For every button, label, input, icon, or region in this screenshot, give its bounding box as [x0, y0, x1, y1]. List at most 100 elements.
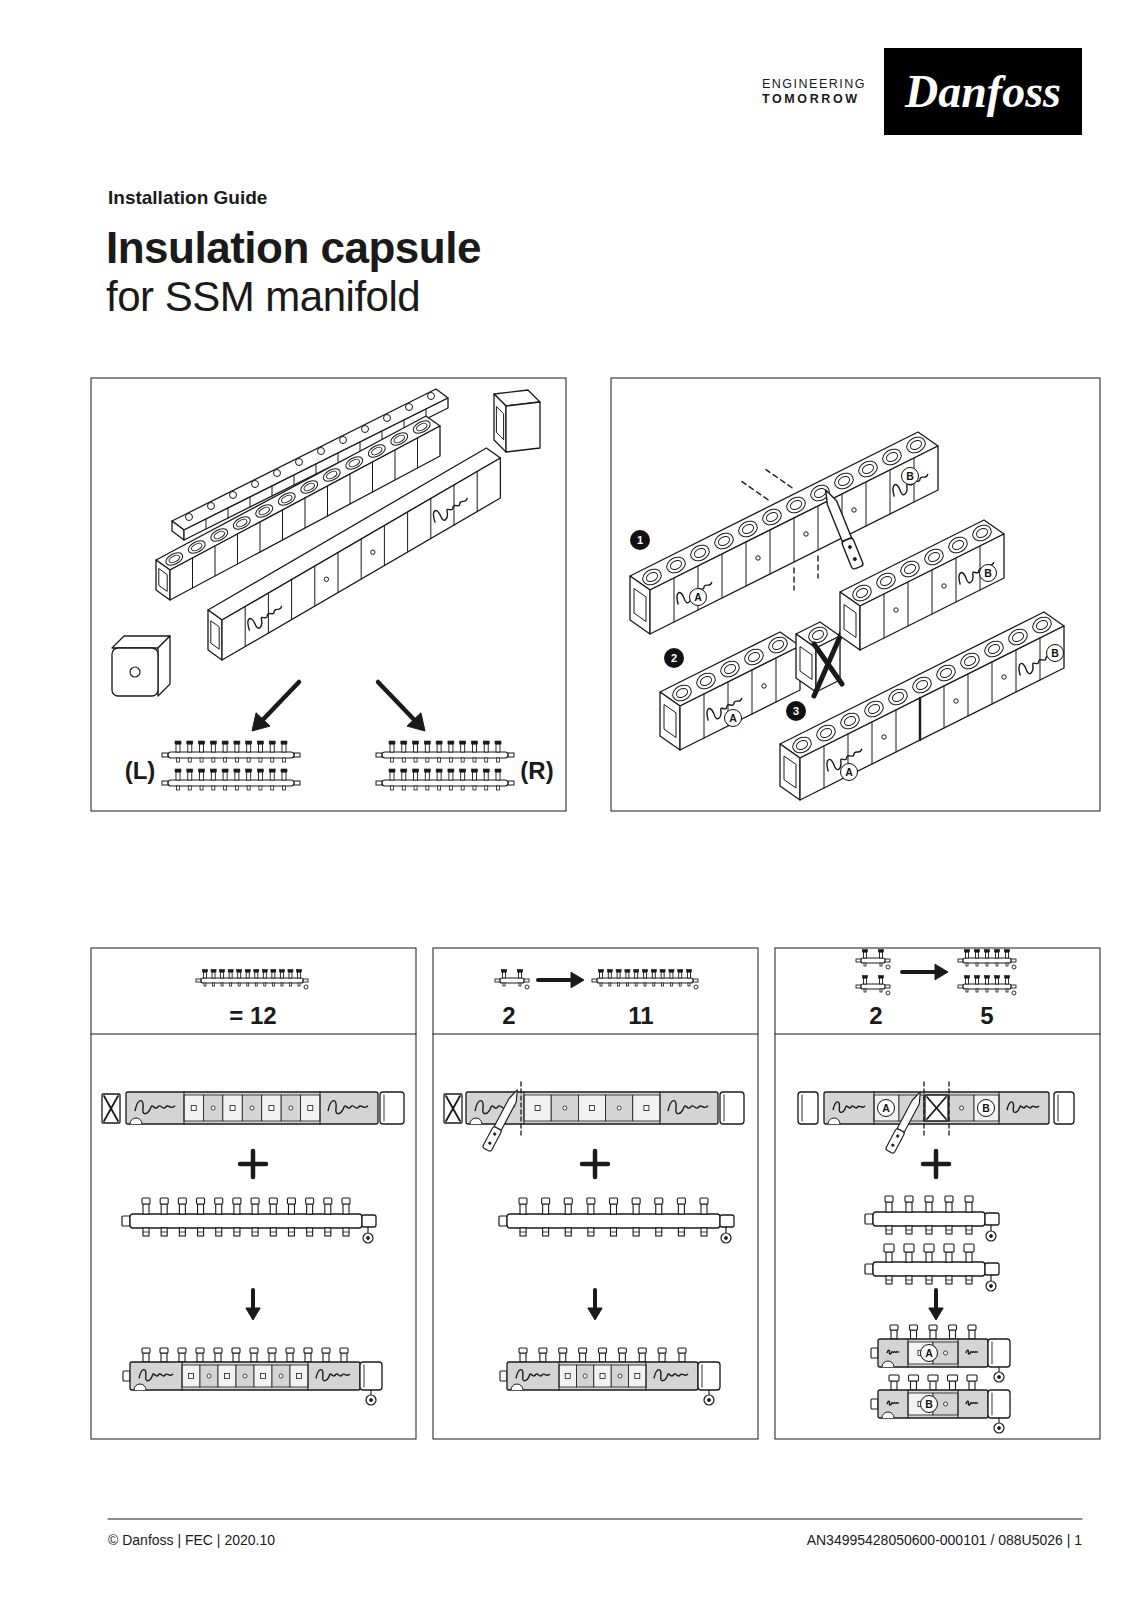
nipple-ring: [270, 1232, 276, 1233]
valve-cap: [975, 976, 980, 979]
valve-stem: [233, 1353, 239, 1362]
end-fitting: [294, 781, 300, 785]
knife-rivet: [853, 557, 857, 561]
valve-cap: [322, 1348, 330, 1353]
capsule-strip: [878, 1339, 988, 1367]
port-hole-inner: [303, 482, 316, 492]
end-fitting: [1011, 959, 1016, 962]
outlet-nipple: [143, 1228, 149, 1236]
capsule-strip: [126, 1092, 378, 1124]
valve-stem: [215, 1353, 221, 1362]
outlet-nipple: [212, 758, 215, 762]
capsule-cell: [218, 1365, 236, 1387]
air-vent: [525, 985, 529, 989]
knife-rivet: [493, 1132, 496, 1135]
port-hole-inner: [415, 422, 428, 432]
outlet-nipple: [886, 1276, 892, 1284]
valve-stem: [437, 744, 441, 752]
capsule-cell: [578, 1095, 605, 1121]
nipple-ring: [565, 1232, 571, 1233]
valve-stem: [679, 972, 682, 978]
end-cap: [196, 979, 201, 982]
knife-blade: [822, 488, 852, 542]
outlet-nipple: [461, 758, 464, 762]
manifold-body: [963, 984, 1011, 989]
end-cap: [122, 1216, 130, 1226]
valve-stem: [325, 1204, 331, 1214]
valve-stem: [911, 1381, 917, 1390]
port-hole: [186, 538, 207, 556]
segment-line: [896, 710, 897, 752]
strip-bump: [186, 514, 193, 521]
valve-cap: [616, 970, 621, 973]
strip-bump: [428, 393, 435, 400]
end-opening: [496, 407, 503, 440]
valve-stem: [519, 972, 522, 978]
segment-line: [660, 1092, 661, 1124]
segment-line: [746, 542, 747, 586]
segment-line: [184, 1092, 185, 1124]
port-hole: [850, 582, 874, 604]
part-marker: A: [724, 709, 742, 727]
valve-cap: [985, 950, 990, 953]
logo-text: Danfoss: [905, 69, 1061, 115]
end-cap-line: [724, 1095, 725, 1121]
valve-cap: [269, 741, 275, 744]
port-hole: [344, 454, 365, 472]
valve-cap: [401, 769, 407, 772]
logo-box: Danfoss: [884, 48, 1082, 135]
outlet-nipple: [270, 1228, 276, 1236]
knife-icon: [885, 1090, 925, 1154]
port-hole: [670, 682, 694, 704]
port-hole: [766, 634, 790, 656]
outlet-nipple: [188, 758, 191, 762]
valve-cap: [297, 970, 302, 973]
port-hole: [814, 722, 838, 744]
valve-stem: [289, 972, 292, 978]
segment-line: [430, 499, 431, 539]
valve-cap: [579, 1348, 587, 1353]
vent-stem: [370, 1390, 371, 1395]
port-hole-inner: [1035, 619, 1049, 632]
valve-stem: [461, 772, 465, 780]
valve-cap: [460, 769, 466, 772]
outlet-nipple: [235, 758, 238, 762]
port-hole-inner: [855, 587, 869, 600]
valve-cap: [965, 976, 970, 979]
end-fitting: [985, 1213, 999, 1225]
port-hole: [898, 558, 922, 580]
brand-tagline: TOMORROW: [762, 93, 860, 107]
vent-stem: [990, 1225, 991, 1231]
segment-line: [407, 512, 408, 552]
port-hole-inner: [939, 667, 953, 680]
outlet-nipple: [281, 983, 283, 986]
flow-meter-cap: [909, 1375, 919, 1381]
cell-dot: [279, 1374, 283, 1378]
valve-cap: [286, 1348, 294, 1353]
segment-line: [704, 694, 705, 738]
step-panel: [775, 948, 1100, 1439]
valve-cap: [660, 970, 665, 973]
capsule-top: [208, 448, 500, 620]
valve-stem: [341, 1353, 347, 1362]
air-vent: [363, 1233, 373, 1243]
valve-cap: [910, 1325, 918, 1330]
segment-line: [327, 486, 328, 516]
end-cap-hole: [130, 667, 140, 677]
air-vent-dot: [370, 1399, 373, 1402]
valve-stem: [402, 744, 406, 752]
valve-cap: [324, 1198, 332, 1204]
discard-mark: [104, 1096, 118, 1121]
valve-cap: [269, 1198, 277, 1204]
outlet-nipple: [976, 963, 978, 966]
valve-stem: [864, 952, 867, 958]
segment-line: [395, 450, 396, 480]
plus-sign: [934, 1151, 939, 1177]
segment-line: [674, 578, 675, 622]
part-letter: A: [729, 713, 737, 724]
valve-cap: [234, 741, 240, 744]
end-opening: [784, 756, 796, 788]
rivet-dot: [1002, 675, 1006, 679]
valve-cap: [587, 1198, 595, 1204]
